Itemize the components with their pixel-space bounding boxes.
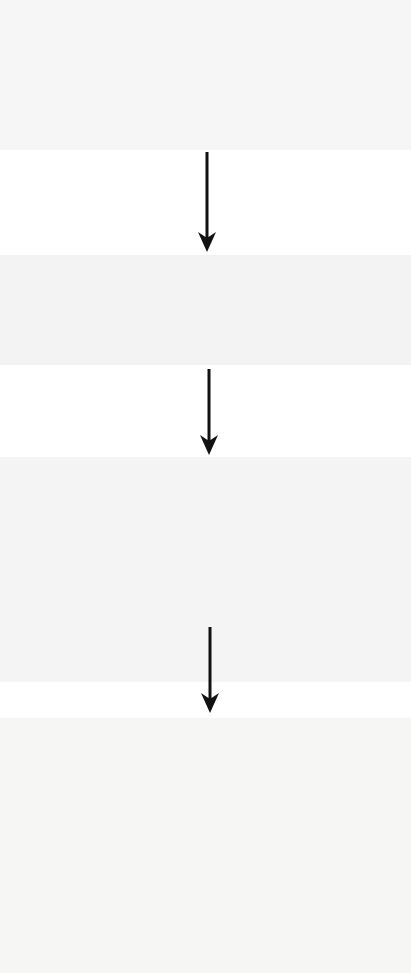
down-arrow-icon bbox=[195, 150, 219, 255]
down-arrow-icon bbox=[198, 625, 222, 715]
step-2-panel bbox=[0, 255, 411, 365]
step-1-panel bbox=[0, 0, 411, 150]
step-4-panel bbox=[0, 718, 411, 973]
down-arrow-icon bbox=[197, 367, 221, 457]
